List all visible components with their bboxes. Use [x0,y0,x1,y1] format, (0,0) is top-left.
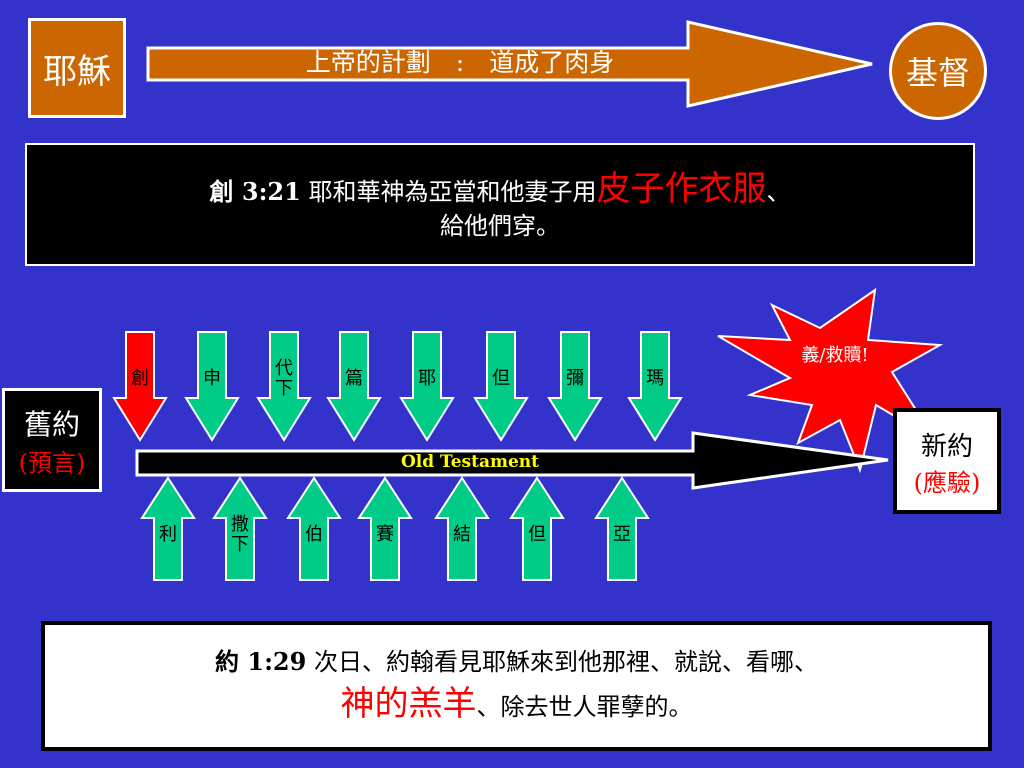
john-verse-text2: 、除去世人罪孽的。 [476,692,693,721]
john-verse-highlight: 神的羔羊 [340,683,477,724]
new-covenant-box: 新約 (應驗) [893,408,1001,514]
john-verse-ref: 約 1:29 [215,647,307,676]
old-covenant-title: 舊約 [23,408,80,441]
book-arrow-bottom [286,476,342,581]
jesus-label: 耶穌 [43,51,111,92]
starburst-text: 義/救贖! [801,345,869,366]
book-arrow-top-label: 代下 [275,358,293,399]
book-arrow-top-label: 瑪 [646,368,664,389]
book-arrow-bottom [434,476,490,581]
new-covenant-title: 新約 [920,432,973,462]
christ-circle: 基督 [889,22,987,120]
genesis-verse-line1: 創 3:21 耶和華神為亞當和他妻子用皮子作衣服、 [27,167,973,211]
book-arrow-top [184,331,240,442]
book-arrow-bottom [140,476,196,581]
book-arrow-top-label: 但 [492,368,510,389]
john-verse-line1: 約 1:29 次日、約翰看見耶穌來到他那裡、就說、看哪、 [45,645,988,680]
old-covenant-sub: (預言) [18,449,86,477]
book-arrow-top [256,331,312,442]
genesis-verse-punct: 、 [766,178,791,206]
book-arrow-bottom-label: 利 [159,524,177,545]
book-arrow-bottom-label: 撒下 [231,514,249,555]
jesus-box: 耶穌 [28,18,126,118]
book-arrow-top [473,331,529,442]
genesis-verse-line2: 給他們穿。 [440,212,560,241]
book-arrow-bottom [594,476,650,581]
book-arrow-bottom-label: 但 [528,524,546,545]
book-arrow-top [326,331,382,442]
genesis-verse-text: 耶和華神為亞當和他妻子用 [300,178,597,206]
book-arrow-top-label: 彌 [566,368,584,389]
book-arrow-top-label: 耶 [418,368,436,389]
book-arrow-bottom-label: 伯 [305,524,323,545]
john-verse-text: 次日、約翰看見耶穌來到他那裡、就說、看哪、 [306,648,818,676]
book-arrow-bottom-label: 賽 [376,523,394,545]
book-arrow-top [112,331,168,442]
book-arrow-bottom-label: 亞 [613,524,631,545]
book-arrow-bottom [509,476,565,581]
book-arrow-top-label: 申 [203,368,221,389]
genesis-verse-ref: 創 3:21 [209,177,301,206]
timeline-label: Old Testament [400,452,540,472]
old-covenant-box: 舊約 (預言) [2,388,102,492]
new-covenant-sub: (應驗) [913,469,981,497]
book-arrow-top [627,331,683,442]
book-arrow-bottom [357,476,413,581]
book-arrow-top [399,331,455,442]
book-arrow-bottom-label: 結 [453,524,471,545]
genesis-verse-box: 創 3:21 耶和華神為亞當和他妻子用皮子作衣服、 給他們穿。 [25,143,975,266]
book-arrow-top-label: 創 [131,368,149,389]
christ-label: 基督 [905,54,970,92]
book-arrow-top [547,331,603,442]
book-arrow-top-label: 篇 [345,368,363,389]
book-arrow-bottom [212,476,268,581]
john-verse-box: 約 1:29 次日、約翰看見耶穌來到他那裡、就說、看哪、 神的羔羊、除去世人罪孽… [41,621,992,751]
timeline-arrow [135,431,889,490]
header-arrow-text: 上帝的計劃 : 道成了肉身 [305,48,615,77]
genesis-verse-highlight: 皮子作衣服 [596,169,767,209]
john-verse-line2: 神的羔羊、除去世人罪孽的。 [45,680,988,729]
